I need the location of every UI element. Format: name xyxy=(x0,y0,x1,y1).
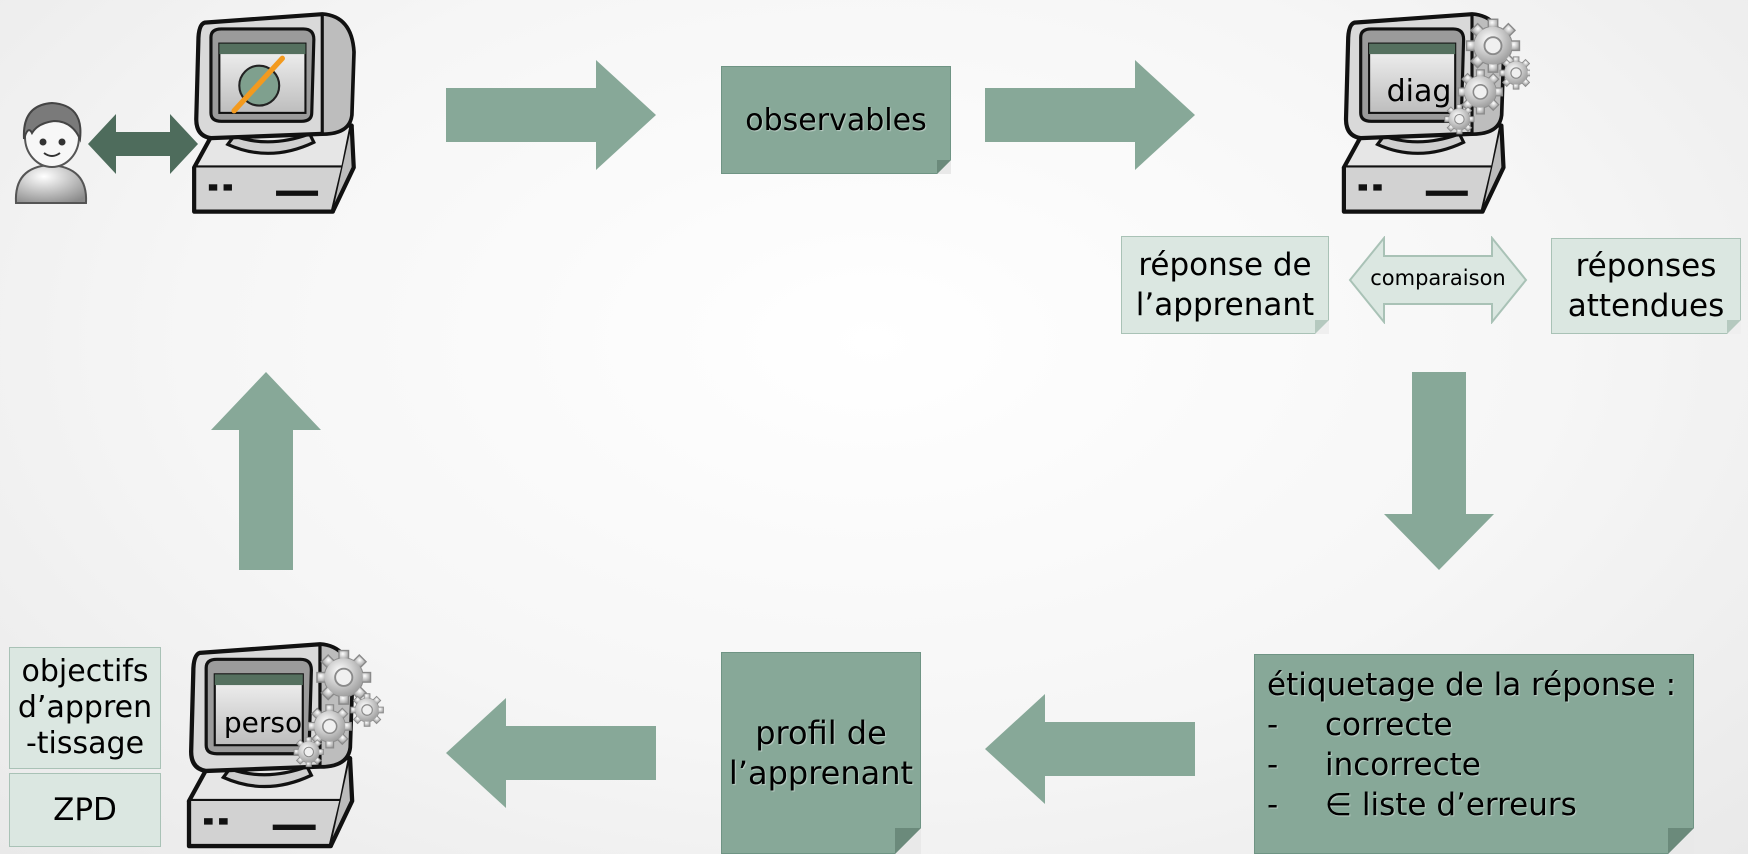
labeling-item-bullet: - xyxy=(1267,787,1279,823)
learner-answer-line2: l’apprenant xyxy=(1135,287,1315,323)
labeling-item: - ∈ liste d’erreurs xyxy=(1267,785,1676,825)
labeling-title: étiquetage de la réponse : xyxy=(1267,667,1677,703)
objectives-note: objectifs d’appren -tissage xyxy=(9,647,161,769)
arrow-to-perso xyxy=(446,698,656,808)
expected-answers-note: réponses attendues xyxy=(1551,238,1741,334)
perso-computer: perso xyxy=(180,640,420,850)
arrow-to-profile xyxy=(985,694,1195,804)
arrow-to-learning-computer xyxy=(211,372,321,570)
arrow-to-observables xyxy=(446,60,656,170)
objectives-line1: objectifs xyxy=(21,654,149,689)
learner-answer-note: réponse de l’apprenant xyxy=(1121,236,1329,334)
user-icon xyxy=(10,95,92,205)
observables-note: observables xyxy=(721,66,951,174)
comparison-arrow: comparaison xyxy=(1348,236,1528,324)
objectives-line2: d’appren xyxy=(17,690,153,725)
learning-computer xyxy=(180,10,370,220)
interaction-double-arrow xyxy=(88,112,198,176)
comparison-label: comparaison xyxy=(1370,266,1506,290)
expected-answers-line1: réponses xyxy=(1575,248,1717,284)
learner-profile-note: profil de l’apprenant xyxy=(721,652,921,854)
labeling-item-text: incorrecte xyxy=(1325,747,1481,783)
diag-screen-label: diag xyxy=(1386,74,1452,109)
observables-label: observables xyxy=(745,102,927,138)
learner-profile-line1: profil de xyxy=(755,714,887,752)
diag-computer: diag xyxy=(1330,10,1530,220)
zpd-label: ZPD xyxy=(53,792,117,828)
labeling-item: - incorrecte xyxy=(1267,745,1676,785)
learner-profile-line2: l’apprenant xyxy=(728,754,914,792)
labeling-item: - correcte xyxy=(1267,705,1676,745)
learner-answer-line1: réponse de xyxy=(1138,247,1312,283)
labeling-item-text: correcte xyxy=(1325,707,1453,743)
zpd-note: ZPD xyxy=(9,773,161,847)
labeling-item-bullet: - xyxy=(1267,707,1279,743)
objectives-line3: -tissage xyxy=(25,726,145,761)
expected-answers-line2: attendues xyxy=(1567,288,1725,324)
arrow-to-diag xyxy=(985,60,1195,170)
arrow-to-labeling xyxy=(1384,372,1494,570)
labeling-item-bullet: - xyxy=(1267,747,1279,783)
labeling-note: étiquetage de la réponse : - correcte - … xyxy=(1254,654,1694,854)
perso-screen-label: perso xyxy=(223,706,303,739)
labeling-item-text: ∈ liste d’erreurs xyxy=(1325,787,1577,823)
